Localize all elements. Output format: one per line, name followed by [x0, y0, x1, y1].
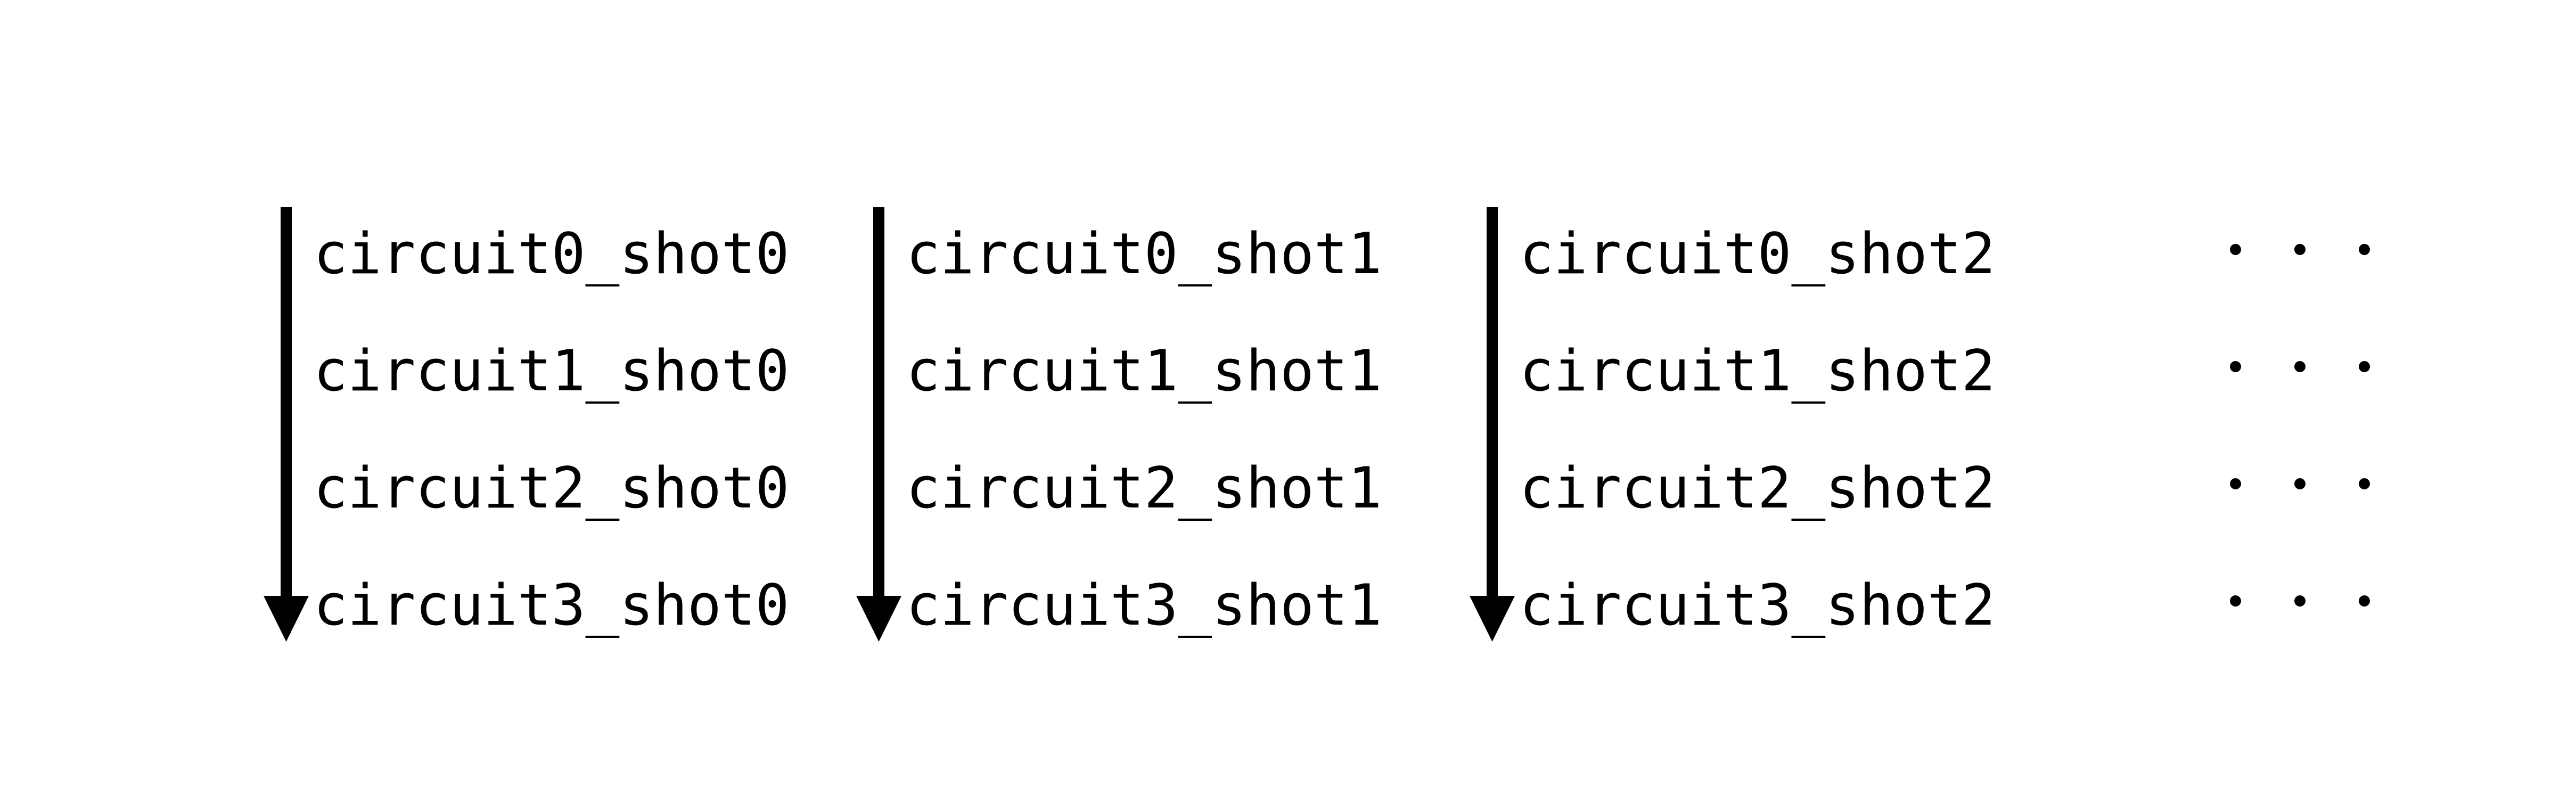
ellipsis-dot-icon — [2359, 244, 2370, 255]
ellipsis-dot-icon — [2230, 361, 2241, 372]
list-item: circuit1_shot0 — [314, 338, 790, 404]
ellipsis-dot-icon — [2359, 595, 2370, 607]
list-item: circuit3_shot1 — [906, 572, 1382, 638]
ellipsis-dot-icon — [2359, 478, 2370, 489]
list-item: circuit3_shot2 — [1520, 572, 1996, 638]
ellipsis-dot-icon — [2230, 595, 2241, 607]
ellipsis-dot-icon — [2294, 361, 2306, 372]
list-item: circuit2_shot2 — [1520, 455, 1996, 521]
list-item: circuit1_shot1 — [906, 338, 1382, 404]
list-item: circuit0_shot1 — [906, 221, 1382, 286]
list-item: circuit0_shot2 — [1520, 221, 1996, 286]
ellipsis-dot-icon — [2294, 478, 2306, 489]
ellipsis-dot-icon — [2230, 244, 2241, 255]
ellipsis-row — [2230, 244, 2370, 255]
ellipsis-dot-icon — [2359, 361, 2370, 372]
ellipsis-row — [2230, 595, 2370, 607]
list-item: circuit1_shot2 — [1520, 338, 1996, 404]
ellipsis-row — [2230, 361, 2370, 372]
ellipsis-dot-icon — [2294, 244, 2306, 255]
ellipsis-dot-icon — [2294, 595, 2306, 607]
list-item: circuit2_shot1 — [906, 455, 1382, 521]
ellipsis-dot-icon — [2230, 478, 2241, 489]
ellipsis-row — [2230, 478, 2370, 489]
list-item: circuit0_shot0 — [314, 221, 790, 286]
list-item: circuit2_shot0 — [314, 455, 790, 521]
list-item: circuit3_shot0 — [314, 572, 790, 638]
